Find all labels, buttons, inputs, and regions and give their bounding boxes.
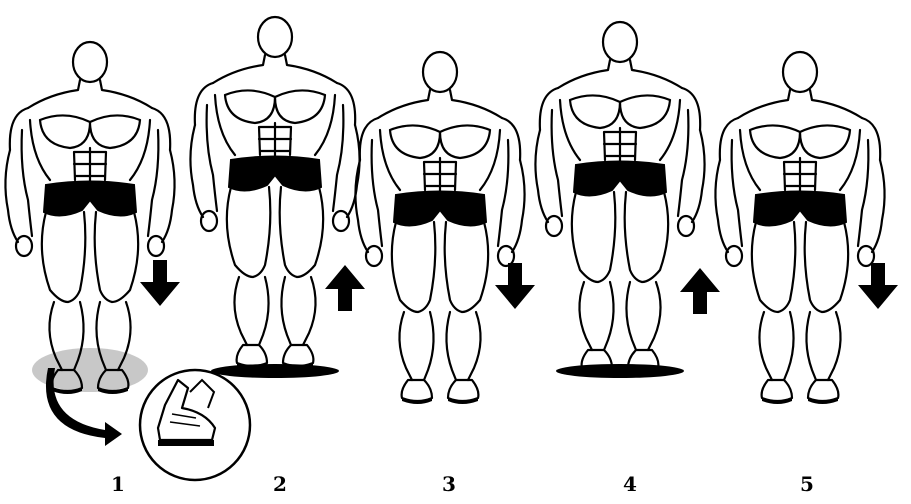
left-hand xyxy=(366,246,382,266)
shorts xyxy=(394,192,486,226)
abs xyxy=(604,128,636,165)
neck xyxy=(28,80,152,108)
left-thigh xyxy=(572,192,616,282)
chest xyxy=(390,125,490,158)
ground-shadow-2 xyxy=(211,364,339,378)
right-thigh xyxy=(805,222,849,312)
head xyxy=(258,17,292,57)
chest xyxy=(570,95,670,128)
arrow-up-icon xyxy=(325,265,365,311)
athlete-figure-4 xyxy=(535,22,704,374)
left-calf xyxy=(759,312,793,380)
right-shoe xyxy=(283,345,313,366)
right-hand xyxy=(678,216,694,236)
foot-detail-inset xyxy=(140,370,250,480)
left-hand xyxy=(201,211,217,231)
arrow-down-icon xyxy=(495,263,535,309)
left-hand xyxy=(726,246,742,266)
arrow-down-icon xyxy=(858,263,898,309)
neck xyxy=(378,90,502,118)
ground-shadow-4 xyxy=(556,364,684,378)
step-number-4: 4 xyxy=(610,472,650,496)
right-shoe xyxy=(808,380,838,401)
right-thigh xyxy=(95,212,139,302)
left-calf xyxy=(579,282,613,350)
right-hand xyxy=(148,236,164,256)
shorts xyxy=(754,192,846,226)
right-calf xyxy=(281,277,315,345)
left-thigh xyxy=(752,222,796,312)
right-shoe xyxy=(448,380,478,401)
shorts xyxy=(574,162,666,196)
shorts xyxy=(229,157,321,191)
right-calf xyxy=(806,312,840,380)
arrow-up-icon xyxy=(680,268,720,314)
left-hand xyxy=(546,216,562,236)
right-calf xyxy=(626,282,660,350)
right-calf xyxy=(446,312,480,380)
head xyxy=(73,42,107,82)
athlete-figure-5 xyxy=(715,52,884,404)
head xyxy=(603,22,637,62)
right-thigh xyxy=(625,192,669,282)
neck xyxy=(738,90,862,118)
right-hand xyxy=(333,211,349,231)
left-calf xyxy=(234,277,268,345)
left-thigh xyxy=(42,212,86,302)
head xyxy=(783,52,817,92)
shorts xyxy=(44,182,136,216)
athlete-figure-3 xyxy=(355,52,524,404)
step-number-1: 1 xyxy=(98,472,138,496)
chest xyxy=(225,90,325,123)
left-hand xyxy=(16,236,32,256)
arrow-down-icon xyxy=(140,260,180,306)
chest xyxy=(40,115,140,148)
neck xyxy=(213,55,337,83)
abs xyxy=(74,148,106,185)
right-thigh xyxy=(445,222,489,312)
neck xyxy=(558,60,682,88)
step-number-5: 5 xyxy=(787,472,827,496)
step-number-3: 3 xyxy=(429,472,469,496)
abs xyxy=(784,158,816,195)
step-number-2: 2 xyxy=(260,472,300,496)
left-shoe xyxy=(402,380,432,401)
right-thigh xyxy=(280,187,324,277)
abs xyxy=(424,158,456,195)
left-shoe xyxy=(762,380,792,401)
athlete-figure-1 xyxy=(5,42,174,394)
athlete-figure-2 xyxy=(190,17,359,369)
left-thigh xyxy=(227,187,271,277)
left-shoe xyxy=(237,345,267,366)
left-calf xyxy=(399,312,433,380)
abs xyxy=(259,123,291,160)
left-thigh xyxy=(392,222,436,312)
head xyxy=(423,52,457,92)
chest xyxy=(750,125,850,158)
